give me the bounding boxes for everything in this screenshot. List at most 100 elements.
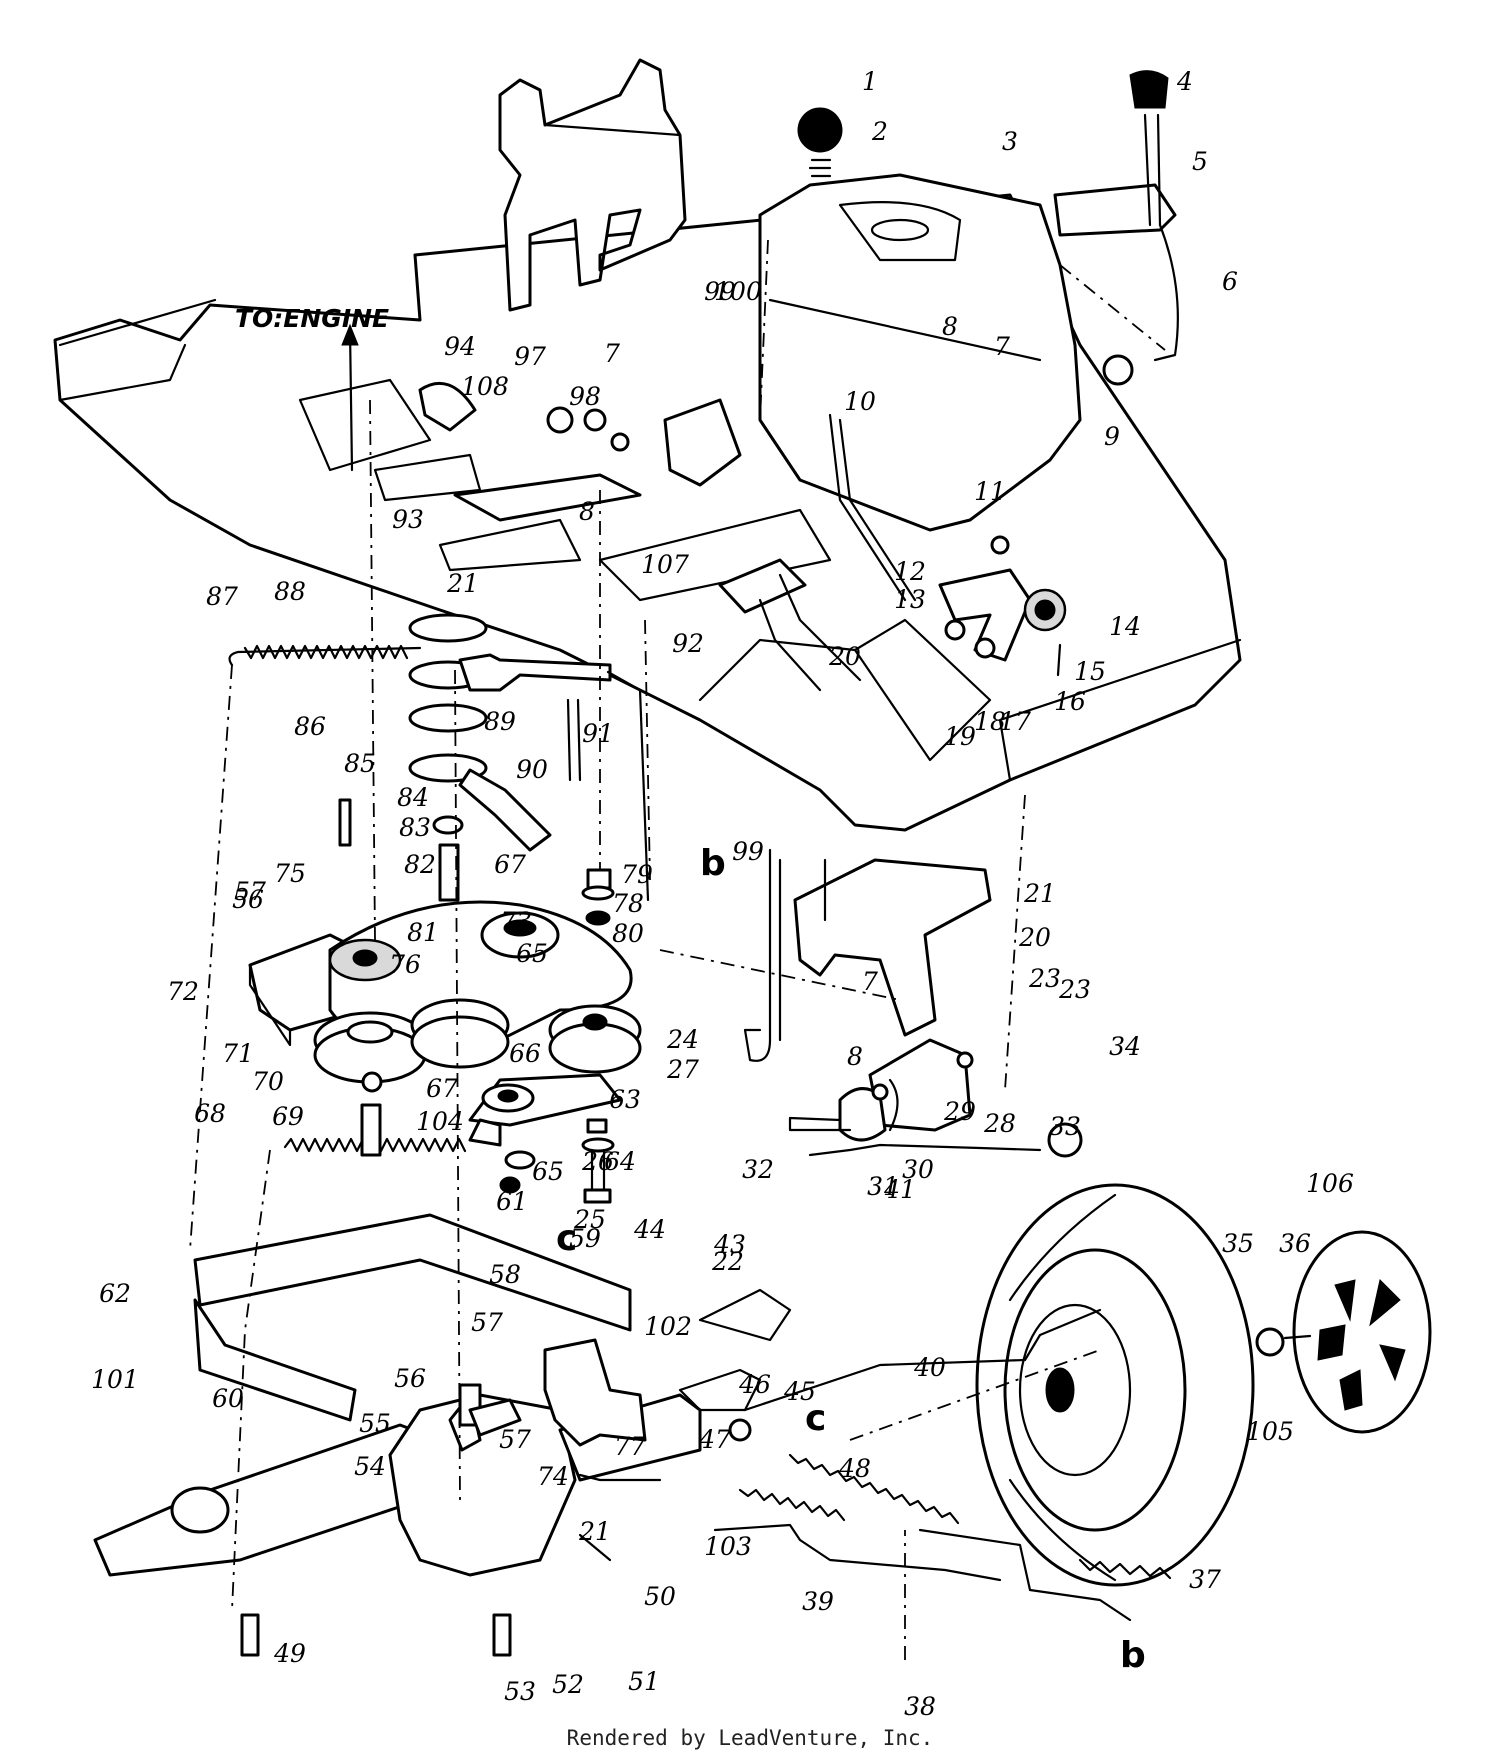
part-callout-61: 61 [496, 1187, 528, 1216]
part-callout-24: 24 [666, 1025, 699, 1054]
part-callout-57: 57 [499, 1425, 531, 1454]
brake-pedal [718, 558, 862, 692]
part-callout-77: 77 [614, 1432, 646, 1461]
part-callout-89: 89 [484, 707, 516, 736]
engine-label: TO:ENGINE [235, 304, 389, 333]
part-callout-29: 29 [943, 1097, 976, 1126]
part-callout-105: 105 [1246, 1417, 1294, 1446]
console-fender [758, 173, 1082, 532]
part-callout-47: 47 [698, 1425, 731, 1454]
part-callout-71: 71 [222, 1039, 254, 1068]
part-callout-82: 82 [404, 850, 436, 879]
part-callout-22: 22 [711, 1247, 744, 1276]
part-callout-102: 102 [644, 1312, 692, 1341]
part-callout-91: 91 [582, 719, 614, 748]
part-callout-98: 98 [569, 382, 601, 411]
part-callout-94: 94 [444, 332, 476, 361]
shift-knob [797, 107, 843, 178]
part-callout-27: 27 [666, 1055, 699, 1084]
part-callout-97: 97 [514, 342, 546, 371]
part-callout-18: 18 [974, 707, 1006, 736]
lower-brackets [193, 1213, 792, 1447]
part-callout-6: 6 [1222, 267, 1238, 296]
part-callout-43: 43 [713, 1230, 746, 1259]
part-callout-99: 99 [732, 837, 764, 866]
shift-rod [828, 413, 917, 602]
part-callout-28: 28 [983, 1109, 1016, 1138]
part-callout-17: 17 [999, 707, 1031, 736]
hubcap [1255, 1230, 1432, 1434]
clutch-linkage [938, 535, 1067, 677]
part-callout-92: 92 [672, 629, 704, 658]
part-callout-1: 1 [862, 67, 878, 96]
part-callout-68: 68 [194, 1099, 226, 1128]
part-callout-25: 25 [573, 1205, 606, 1234]
part-callout-45: 45 [783, 1377, 816, 1406]
part-callout-65: 65 [516, 939, 548, 968]
brake-assembly [788, 1038, 1042, 1157]
part-callout-74: 74 [537, 1462, 569, 1491]
part-callout-38: 38 [904, 1692, 936, 1721]
section-label-b-1: b [700, 843, 726, 884]
alignment-lines [189, 239, 1166, 1660]
part-callout-7: 7 [604, 339, 620, 368]
part-callout-99: 99 [704, 277, 736, 306]
part-callout-12: 12 [894, 557, 926, 586]
part-callout-9: 9 [1104, 422, 1120, 451]
part-callout-84: 84 [397, 783, 429, 812]
part-callout-53: 53 [504, 1677, 536, 1706]
part-callout-78: 78 [612, 889, 644, 918]
part-callout-76: 76 [389, 950, 421, 979]
part-callout-23: 23 [1058, 975, 1091, 1004]
mounting-bracket-20 [743, 848, 992, 1062]
footer-credit: Rendered by LeadVenture, Inc. [566, 1726, 934, 1750]
section-letters: b b c c [556, 843, 1146, 1676]
part-callout-32: 32 [742, 1155, 774, 1184]
part-callout-14: 14 [1109, 612, 1141, 641]
part-callout-57: 57 [471, 1308, 503, 1337]
part-callout-79: 79 [621, 860, 653, 889]
part-callout-8: 8 [579, 497, 595, 526]
part-callout-57: 57 [234, 877, 266, 906]
part-callout-33: 33 [1049, 1112, 1081, 1141]
belt-drive-assembly [248, 900, 642, 1194]
part-callout-106: 106 [1306, 1169, 1354, 1198]
section-label-c-2: c [805, 1398, 826, 1439]
lift-lever [1053, 70, 1179, 386]
part-callout-21: 21 [1023, 879, 1056, 908]
part-callout-103: 103 [704, 1532, 752, 1561]
part-callout-8: 8 [847, 1042, 863, 1071]
part-callout-3: 3 [1002, 127, 1018, 156]
pivot-plate [418, 381, 742, 522]
part-callout-36: 36 [1279, 1229, 1311, 1258]
part-callout-48: 48 [838, 1454, 871, 1483]
engine-arrow [341, 323, 359, 472]
transaxle [93, 1383, 752, 1657]
part-callout-59: 59 [569, 1224, 601, 1253]
part-callout-100: 100 [714, 277, 762, 306]
part-callout-56: 56 [232, 885, 264, 914]
part-callout-60: 60 [212, 1384, 244, 1413]
part-callout-4: 4 [1176, 67, 1193, 96]
fastener-stacks [338, 798, 615, 1204]
spring-87 [228, 644, 422, 667]
part-callout-21: 21 [578, 1517, 611, 1546]
part-callout-44: 44 [633, 1215, 666, 1244]
part-callout-20: 20 [1018, 923, 1051, 952]
part-callout-86: 86 [294, 712, 326, 741]
part-callout-104: 104 [416, 1107, 464, 1136]
part-callout-37: 37 [1189, 1565, 1221, 1594]
part-callout-69: 69 [272, 1102, 304, 1131]
part-callout-31: 31 [867, 1172, 899, 1201]
part-callout-5: 5 [1192, 147, 1208, 176]
part-callout-21: 21 [446, 569, 479, 598]
section-label-c-1: c [556, 1218, 577, 1259]
part-callout-54: 54 [354, 1452, 386, 1481]
part-callout-87: 87 [206, 582, 238, 611]
part-callout-65: 65 [532, 1157, 564, 1186]
part-callout-30: 30 [902, 1155, 934, 1184]
part-callout-64: 64 [604, 1147, 636, 1176]
seat-bracket [498, 58, 687, 312]
part-callout-93: 93 [392, 505, 424, 534]
part-callout-62: 62 [99, 1279, 131, 1308]
